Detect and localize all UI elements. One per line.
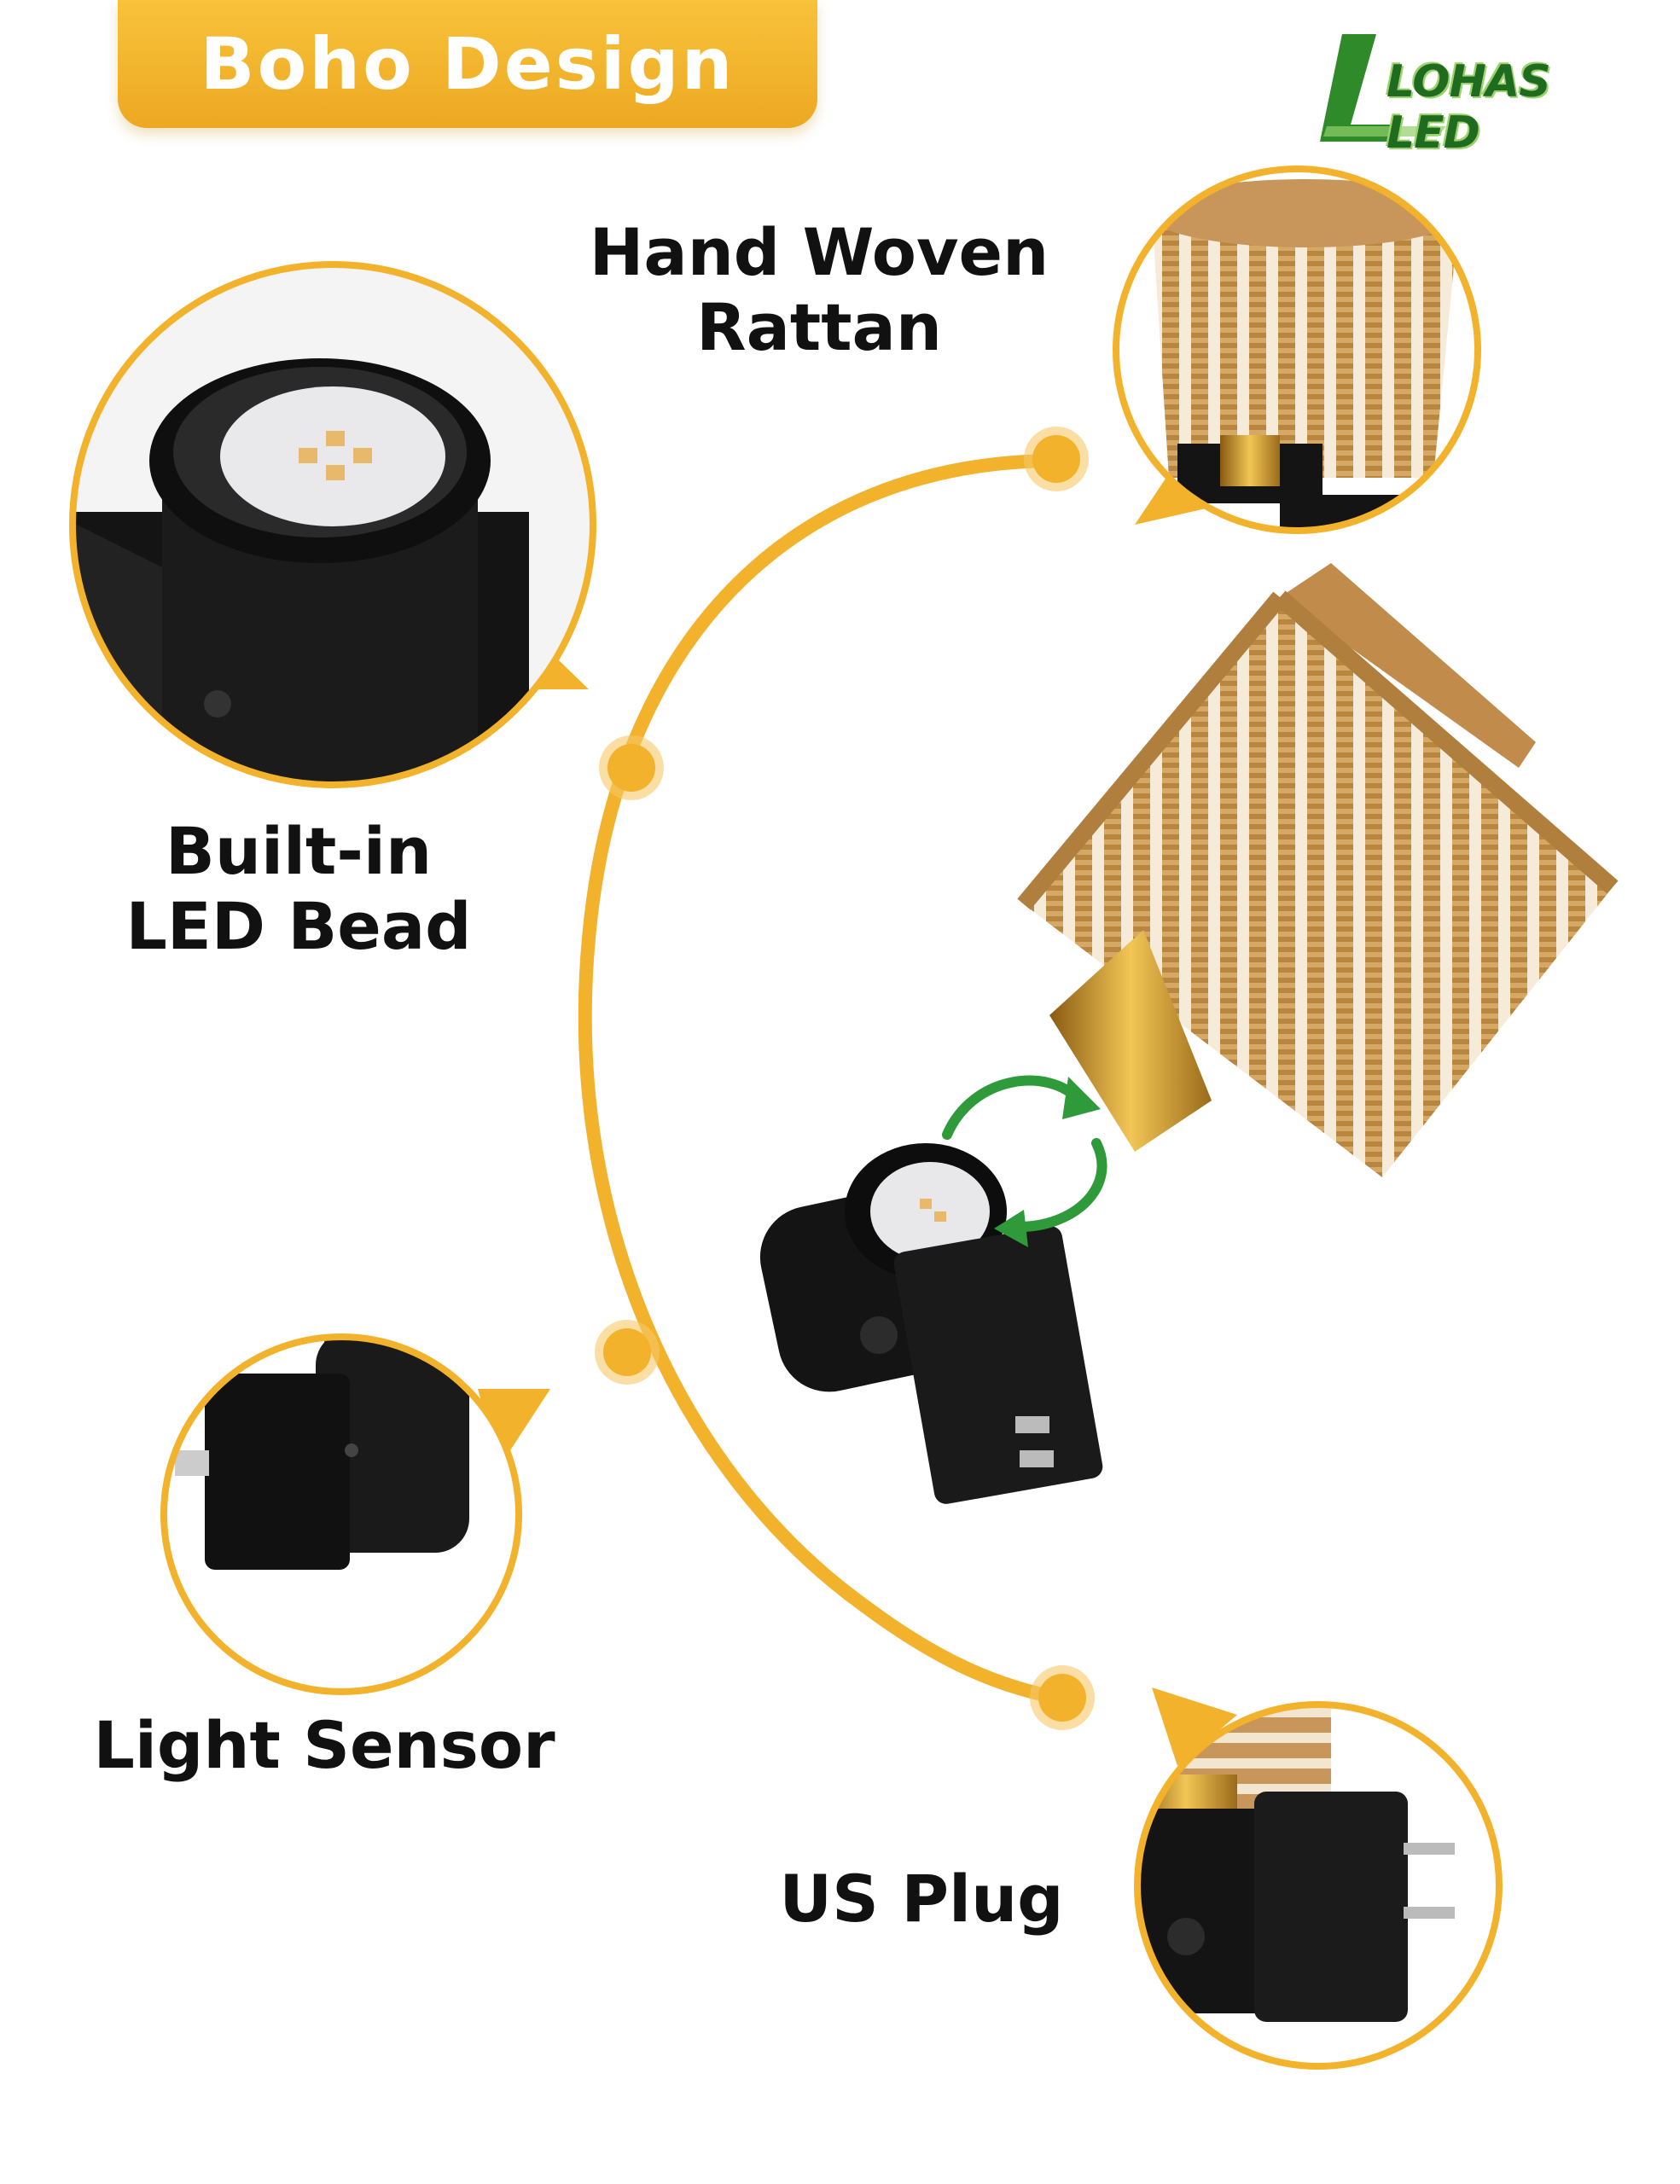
label-hand-woven-rattan: Hand Woven Rattan [589, 214, 1049, 365]
brand-logo: LOHAS LED [1318, 31, 1625, 159]
label-us-plug: US Plug [779, 1861, 1064, 1937]
lamp-base [759, 1143, 1103, 1504]
us-plug-photo [1134, 1701, 1503, 2070]
light-sensor-photo [160, 1333, 522, 1695]
rattan-shade [1017, 563, 1619, 1177]
logo-text: LOHAS LED [1386, 56, 1551, 159]
boho-design-badge: Boho Design [118, 0, 817, 128]
label-built-in-led-bead: Built-in LED Bead [125, 813, 472, 964]
rattan-photo [1113, 166, 1481, 534]
pointer-plug [1152, 1687, 1237, 1766]
label-light-sensor: Light Sensor [93, 1707, 555, 1783]
badge-label: Boho Design [200, 22, 735, 106]
logo-mark-icon [1320, 34, 1446, 142]
timeline-arc [578, 454, 1065, 1705]
arc-node [595, 427, 1095, 1730]
